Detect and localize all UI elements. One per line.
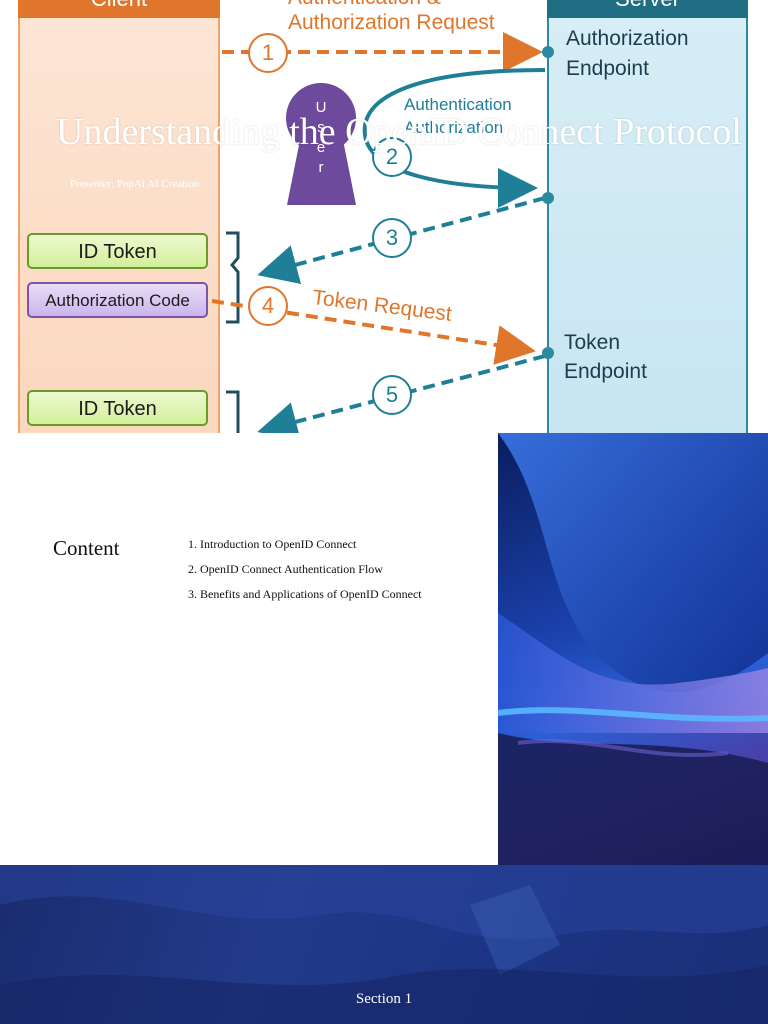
server-header-label: Server bbox=[547, 0, 748, 12]
wave-art bbox=[498, 433, 768, 865]
abstract-wave-image bbox=[498, 433, 768, 865]
request-label-line1: Authentication & bbox=[288, 0, 441, 10]
section-title: Section 1 bbox=[355, 991, 413, 1007]
server-header-bar bbox=[547, 0, 748, 18]
id-token-box-2: ID Token bbox=[27, 390, 208, 426]
toc-item: 2. OpenID Connect Authentication Flow bbox=[188, 562, 383, 576]
step-4-marker: 4 bbox=[248, 286, 288, 326]
step-1-marker: 1 bbox=[248, 33, 288, 73]
authorization-endpoint-line1: Authorization bbox=[566, 27, 689, 50]
table-of-contents: 1. Introduction to OpenID Connect 2. Ope… bbox=[188, 536, 422, 611]
request-label-line2: Authorization Request bbox=[288, 11, 495, 34]
section-slide: Section 1 bbox=[0, 865, 768, 1024]
toc-item: 1. Introduction to OpenID Connect bbox=[188, 537, 357, 551]
flow-diagram bbox=[211, 32, 554, 433]
token-endpoint-line1: Token bbox=[564, 331, 621, 354]
step-5-marker: 5 bbox=[372, 375, 412, 415]
authorization-code-box: Authorization Code bbox=[27, 282, 208, 318]
endpoint-dot-mid bbox=[542, 192, 554, 204]
client-column bbox=[18, 0, 220, 433]
user-auth-line1: Authentication bbox=[404, 95, 512, 114]
user-keyhole-icon bbox=[286, 83, 356, 205]
bracket-2 bbox=[226, 390, 240, 433]
endpoint-dot-token bbox=[542, 347, 554, 359]
endpoint-dot-auth bbox=[542, 46, 554, 58]
bracket-1 bbox=[226, 231, 240, 324]
client-header-bar bbox=[18, 0, 220, 18]
presenter-line: Presenter: PopAi AI Creation bbox=[70, 178, 200, 190]
step-2-marker: 2 bbox=[372, 137, 412, 177]
server-column bbox=[547, 0, 748, 433]
token-endpoint-line2: Endpoint bbox=[564, 360, 647, 383]
authorization-endpoint-line2: Endpoint bbox=[566, 57, 649, 80]
section-background-art bbox=[0, 865, 768, 1024]
user-label: U s e r bbox=[315, 99, 327, 176]
title-slide: Client Server bbox=[0, 0, 768, 433]
toc-item: 3. Benefits and Applications of OpenID C… bbox=[188, 587, 422, 601]
id-token-box-1: ID Token bbox=[27, 233, 208, 269]
arrow-step-2-curve bbox=[362, 68, 546, 208]
content-heading: Content bbox=[53, 536, 120, 560]
client-header-label: Client bbox=[18, 0, 220, 12]
presentation-title: Understanding the OpenID Connect Protoco… bbox=[56, 111, 742, 153]
step-3-marker: 3 bbox=[372, 218, 412, 258]
contents-slide: Content 1. Introduction to OpenID Connec… bbox=[0, 433, 768, 865]
arrow-step-4 bbox=[211, 299, 536, 365]
user-auth-line2: Authorization bbox=[404, 118, 504, 137]
